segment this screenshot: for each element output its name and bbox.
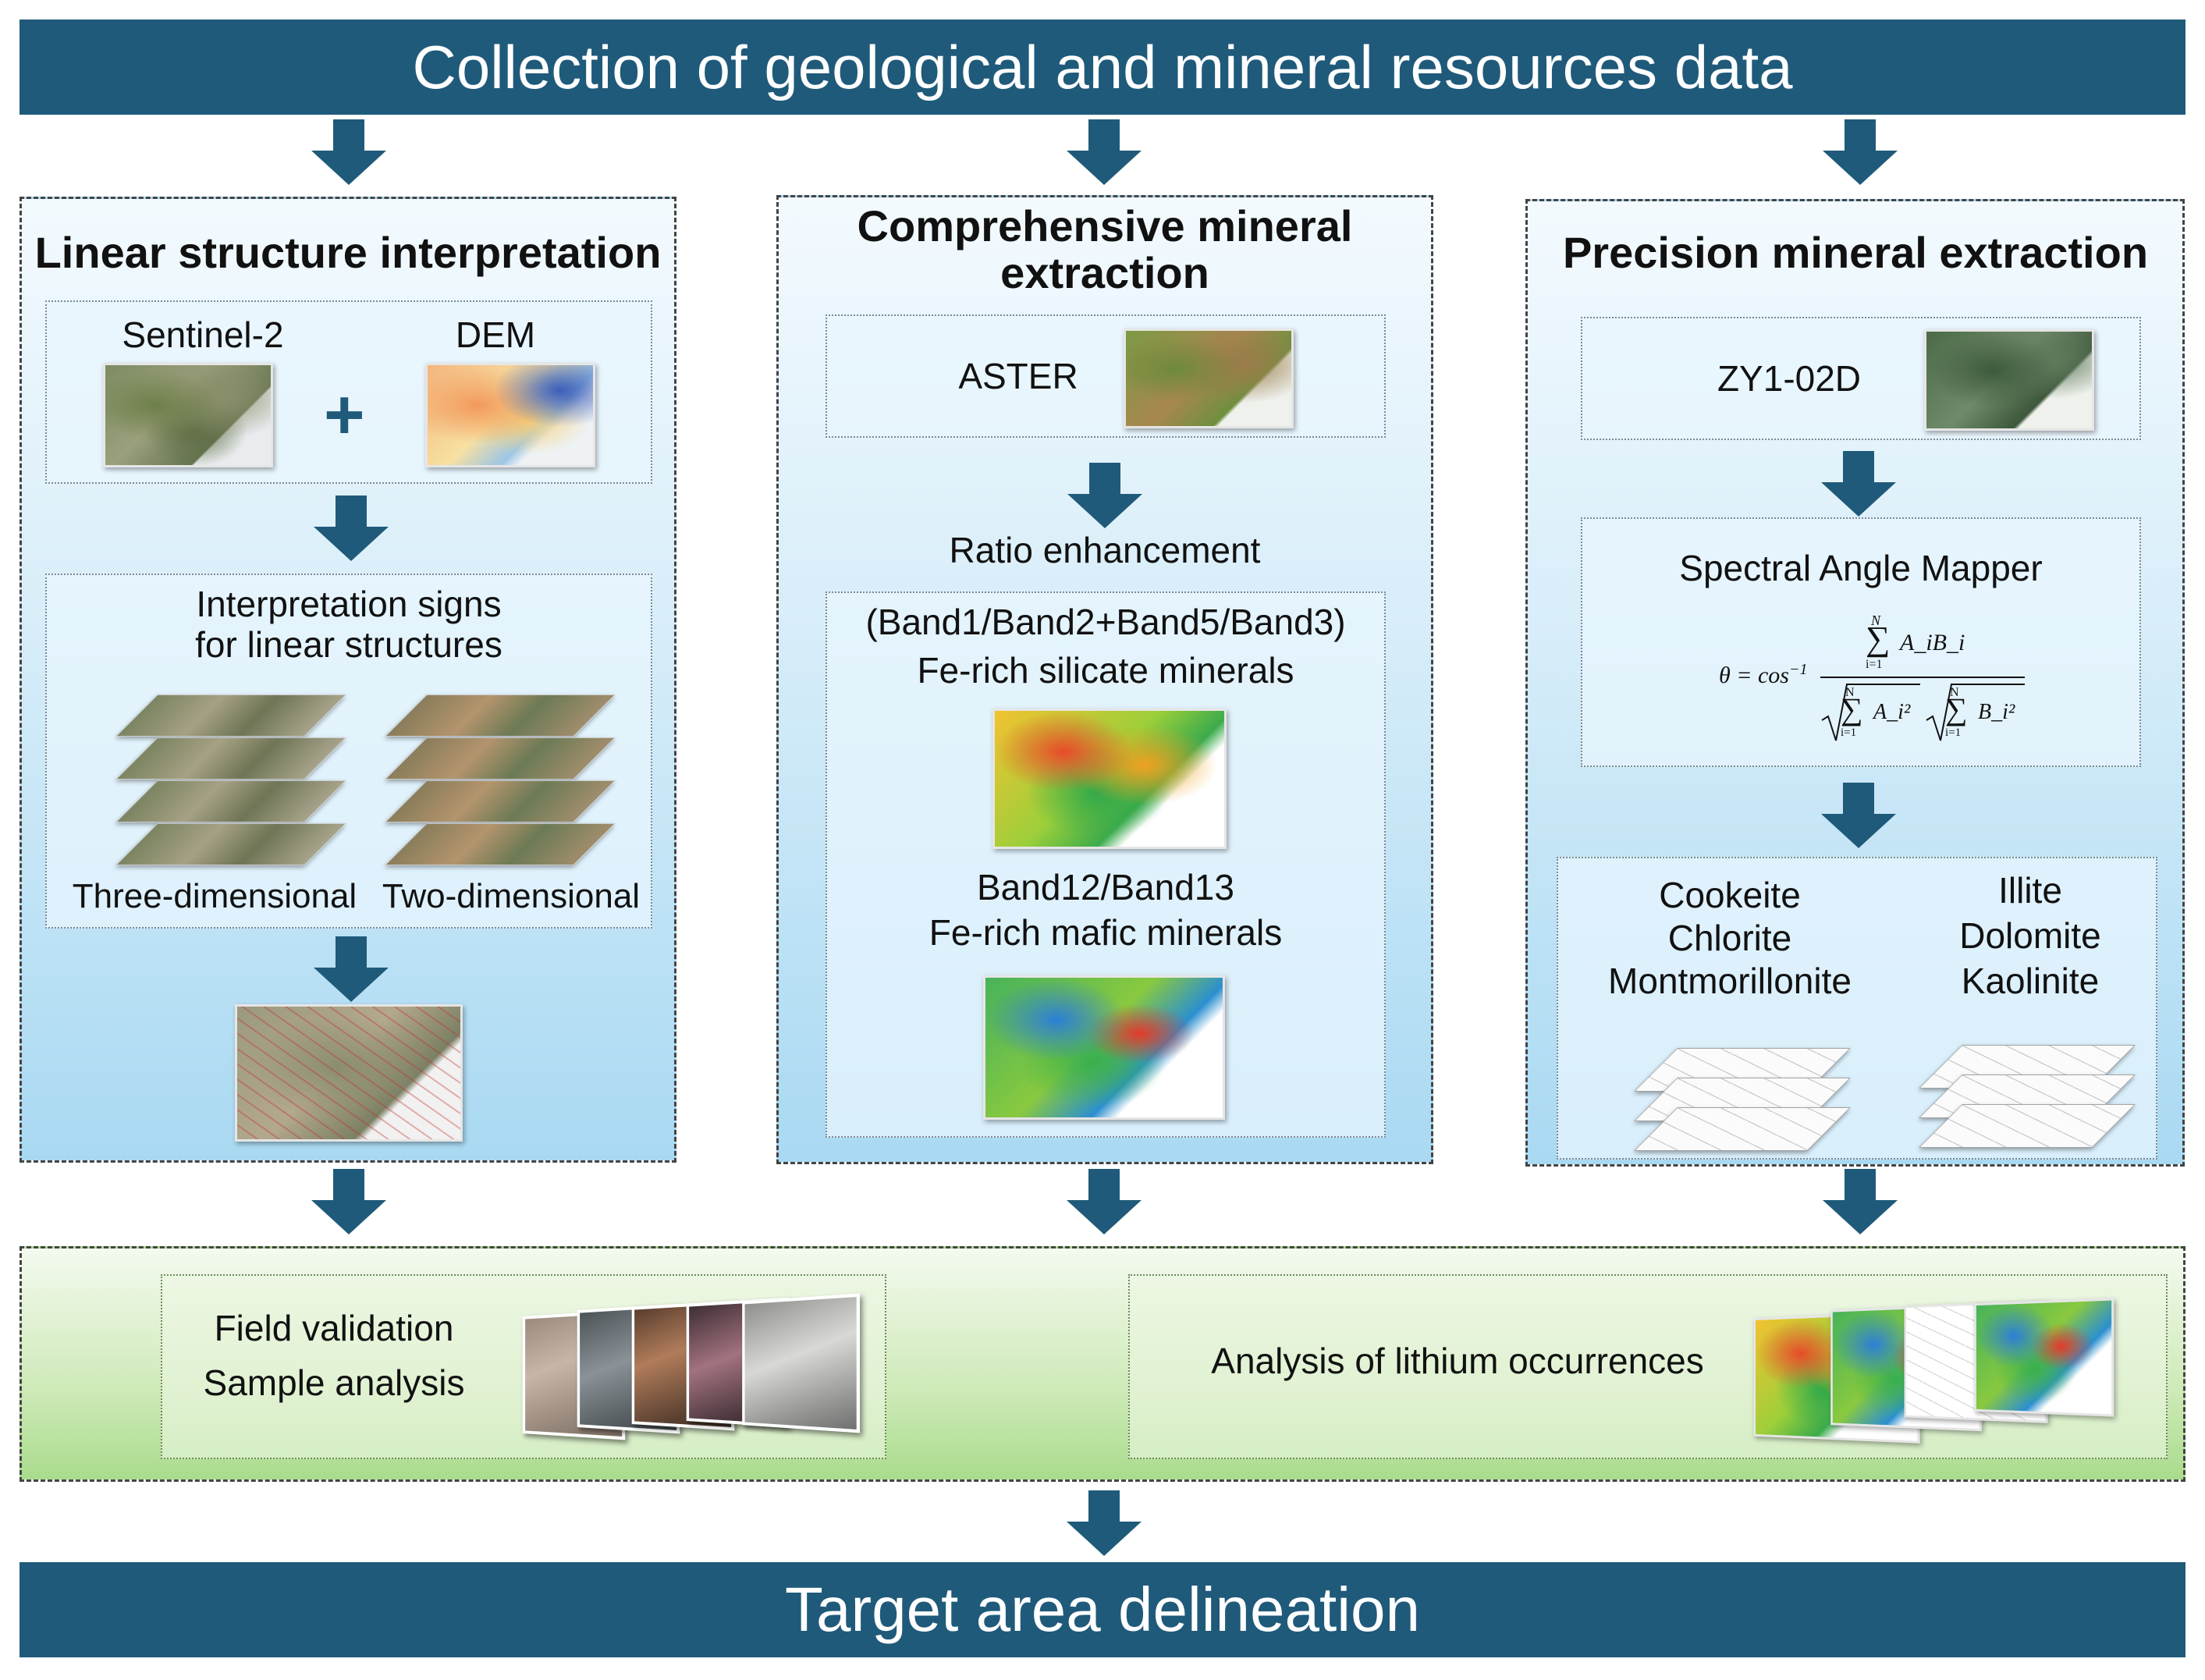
bottom-banner: Target area delineation xyxy=(20,1562,2185,1657)
sigma-icon: ∑ xyxy=(1866,620,1891,658)
top-banner-text: Collection of geological and mineral res… xyxy=(412,32,1793,101)
field-validation-box: Field validation Sample analysis xyxy=(161,1274,886,1459)
minerals-box: Cookeite Chlorite Montmorillonite Illite… xyxy=(1557,857,2157,1160)
ratio1-formula: (Band1/Band2+Band5/Band3) xyxy=(865,602,1346,642)
arrow-down-icon xyxy=(1823,1169,1898,1234)
fe-silicate-map-image xyxy=(992,709,1227,849)
lithium-map-image xyxy=(1974,1298,2114,1417)
layer-2d-image xyxy=(385,694,616,737)
aster-map-image xyxy=(1124,329,1294,428)
arrow-down-icon xyxy=(314,495,389,561)
source-label-dem: DEM xyxy=(455,314,536,355)
formula-lhs: θ = cos−1 xyxy=(1719,661,1808,688)
source-label-sentinel: Sentinel-2 xyxy=(122,314,284,355)
mineral-right-3: Kaolinite xyxy=(1961,961,2100,1001)
column-precision-extraction: Precision mineral extraction ZY1-02D Spe… xyxy=(1525,199,2185,1167)
sentinel-map-image xyxy=(103,363,273,467)
column-title: Linear structure interpretation xyxy=(34,228,662,277)
sqrt-icon xyxy=(1926,684,2025,741)
formula-numerator: A_iB_i xyxy=(1900,630,1965,655)
source-data-box: Sentinel-2 + DEM xyxy=(45,300,652,484)
method-ratio-enhancement: Ratio enhancement xyxy=(949,530,1261,570)
formula-sum-top: N xyxy=(1845,686,1855,699)
method-sam: Spectral Angle Mapper xyxy=(1679,548,2043,588)
field-photo-image xyxy=(742,1293,861,1433)
sigma-icon: ∑ xyxy=(1945,691,1968,726)
column-comprehensive-extraction: Comprehensive mineral extraction ASTER R… xyxy=(776,195,1433,1164)
column-title-line-1: Comprehensive mineral xyxy=(857,201,1353,250)
linear-structure-map-image xyxy=(235,1004,463,1142)
interpretation-signs-box: Interpretation signs for linear structur… xyxy=(45,574,652,929)
field-validation-label: Field validation xyxy=(214,1308,454,1348)
ratio-results-box: (Band1/Band2+Band5/Band3) Fe-rich silica… xyxy=(826,591,1386,1138)
arrow-down-icon xyxy=(1821,783,1896,848)
column-title: Precision mineral extraction xyxy=(1562,228,2149,277)
mineral-left-3: Montmorillonite xyxy=(1608,961,1852,1001)
lithium-analysis-box: Analysis of lithium occurrences xyxy=(1128,1274,2168,1459)
mineral-left-2: Chlorite xyxy=(1667,918,1792,958)
arrow-down-icon xyxy=(314,936,389,1002)
arrow-down-icon xyxy=(1823,119,1898,185)
source-label-zy: ZY1-02D xyxy=(1717,358,1862,399)
layer-3d-image xyxy=(115,694,346,737)
column-linear-structure: Linear structure interpretation Sentinel… xyxy=(20,197,676,1163)
layer-2d-image xyxy=(385,737,616,780)
bottom-banner-text: Target area delineation xyxy=(785,1575,1420,1644)
view-2d-label: Two-dimensional xyxy=(382,877,641,915)
ratio1-label: Fe-rich silicate minerals xyxy=(917,650,1294,691)
formula-sum-bottom: i=1 xyxy=(1866,658,1883,671)
layer-3d-image xyxy=(115,737,346,780)
mineral-right-1: Illite xyxy=(1998,870,2062,911)
arrow-down-icon xyxy=(1067,1490,1142,1556)
formula-sum-top: N xyxy=(1950,686,1959,699)
dem-map-image xyxy=(425,363,595,467)
mineral-left-1: Cookeite xyxy=(1659,875,1801,915)
formula-denominator-a: A_i² xyxy=(1873,700,1911,724)
layer-2d-image xyxy=(385,823,616,865)
zy-map-image xyxy=(1924,329,2094,431)
sigma-icon: ∑ xyxy=(1841,691,1863,726)
formula-sum-bottom: i=1 xyxy=(1945,726,1962,739)
fe-mafic-map-image xyxy=(983,975,1225,1120)
plus-icon: + xyxy=(324,376,365,454)
sam-formula: θ = cos−1 N ∑ i=1 A_iB_i N ∑ i=1 A_i² N … xyxy=(1719,613,2031,761)
aster-source-box: ASTER xyxy=(826,314,1386,438)
signs-line-1: Interpretation signs xyxy=(196,584,502,624)
arrow-down-icon xyxy=(311,119,386,185)
arrow-down-icon xyxy=(1067,463,1142,528)
sam-method-box: Spectral Angle Mapper θ = cos−1 N ∑ i=1 … xyxy=(1581,517,2141,767)
formula-sum-top: N xyxy=(1871,613,1881,628)
layer-3d-image xyxy=(115,780,346,822)
arrow-down-icon xyxy=(1067,119,1142,185)
arrow-down-icon xyxy=(1067,1169,1142,1234)
zy-source-box: ZY1-02D xyxy=(1581,317,2141,440)
sqrt-icon xyxy=(1821,684,1920,741)
arrow-down-icon xyxy=(1821,451,1896,517)
column-title-line-2: extraction xyxy=(1000,248,1209,297)
view-3d-label: Three-dimensional xyxy=(72,877,357,915)
validation-band: Field validation Sample analysis Analysi… xyxy=(20,1246,2185,1482)
top-banner: Collection of geological and mineral res… xyxy=(20,20,2185,115)
sample-analysis-label: Sample analysis xyxy=(203,1362,465,1403)
lithium-analysis-label: Analysis of lithium occurrences xyxy=(1211,1341,1704,1381)
layer-2d-image xyxy=(385,780,616,822)
ratio2-label: Fe-rich mafic minerals xyxy=(929,912,1283,953)
source-label-aster: ASTER xyxy=(958,356,1078,396)
ratio2-formula: Band12/Band13 xyxy=(977,867,1234,907)
formula-sum-bottom: i=1 xyxy=(1841,726,1857,739)
mineral-right-2: Dolomite xyxy=(1959,915,2101,956)
arrow-down-icon xyxy=(311,1169,386,1234)
signs-line-2: for linear structures xyxy=(195,624,502,665)
layer-3d-image xyxy=(115,823,346,865)
fraction-bar xyxy=(1820,677,2025,678)
formula-denominator-b: B_i² xyxy=(1978,700,2015,724)
